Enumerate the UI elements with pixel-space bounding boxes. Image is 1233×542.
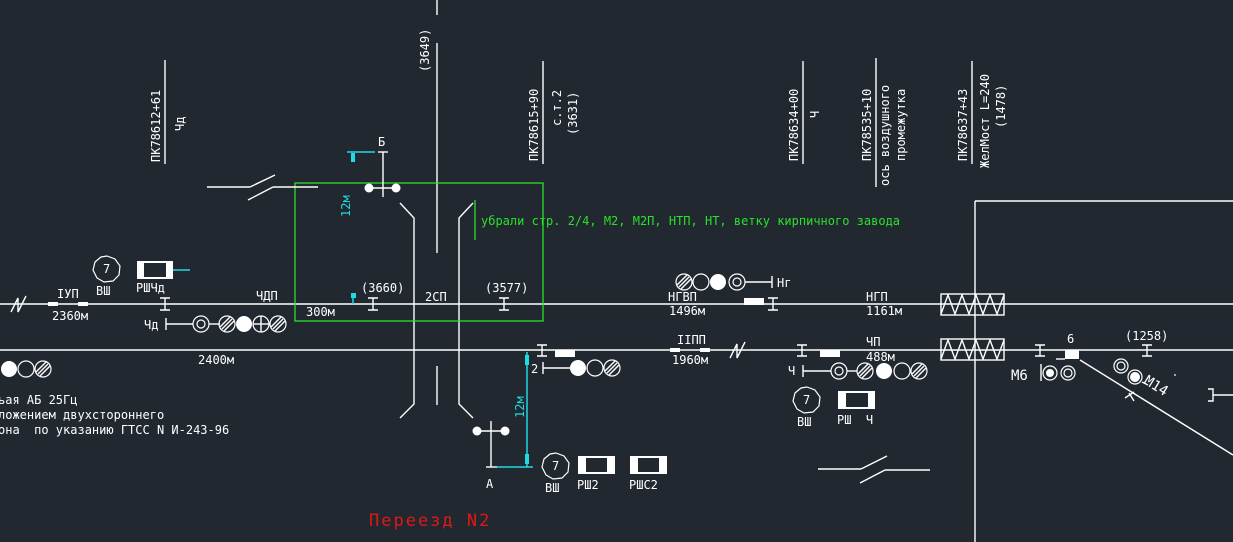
picket-2-sub: с.т.2 (550, 90, 564, 126)
switch-6-block (1065, 350, 1079, 359)
relay-cabinet-rshchd[interactable] (137, 261, 190, 279)
cabinet-vsh-2[interactable] (792, 386, 821, 414)
signal-2[interactable] (542, 359, 621, 377)
picket-3-sub: Ч (808, 111, 822, 118)
barrier-b-dimension: 12м (339, 195, 353, 217)
dimension-3660-marker (351, 293, 356, 304)
barrier-b-label: Б (378, 135, 385, 149)
siding-break-symbol-left (207, 174, 318, 201)
signal-m14[interactable] (1113, 358, 1149, 402)
barrier-b[interactable] (364, 151, 401, 197)
coordinate-3577: (3577) (485, 281, 528, 295)
signal-m6[interactable] (1040, 364, 1076, 381)
revision-cloud-box (294, 182, 544, 322)
picket-1-label: ПК78612+61 (149, 90, 163, 162)
cabinet-2-number: 7 (803, 393, 810, 407)
picket-5-sub: ЖелМост L=240 (978, 74, 992, 168)
cabinet-3-number: 7 (552, 459, 559, 473)
cabinet-3-relay2: РШС2 (629, 478, 658, 492)
cabinet-vsh-1[interactable] (92, 255, 121, 283)
picket-3-label: ПК78634+00 (787, 89, 801, 161)
section-ngvp-length: 1496м (669, 304, 705, 318)
road-edge-right (458, 202, 474, 419)
section-chp-length: 488м (866, 350, 895, 364)
coordinate-3660: (3660) (361, 281, 404, 295)
signal-ch-label: Ч (788, 364, 795, 378)
barrier-a-dimension: 12м (513, 396, 527, 418)
picket-2-sub2: (3631) (566, 92, 580, 135)
signal-ng[interactable] (675, 273, 773, 291)
cabinet-1-number: 7 (103, 262, 110, 276)
section-iipp-name: IIПП (677, 333, 706, 347)
section-ngp-name: НГП (866, 290, 888, 304)
joint-marker (160, 297, 1152, 357)
picket-5-sub2: (1478) (994, 85, 1008, 128)
section-chdp-length: 300м (306, 305, 335, 319)
revision-note: убрали стр. 2/4, М2, М2П, НТП, НТ, ветку… (481, 214, 900, 228)
picket-4-label: ПК78535+10 (860, 89, 874, 161)
section-iup-name: IУП (57, 287, 79, 301)
insulating-joint-upper (10, 295, 27, 313)
relay-cabinet-rsh2[interactable] (578, 456, 615, 474)
track-relay-block (744, 298, 764, 305)
bridge-symbol-upper (940, 292, 1005, 317)
signal-chd[interactable] (165, 315, 287, 333)
cabinet-vsh-3[interactable] (541, 452, 570, 480)
description-line-2: ложением двухстороннего (0, 408, 164, 422)
section-chdp-name: ЧДП (256, 289, 278, 303)
cabinet-2-relay: РШ Ч (837, 413, 873, 427)
cabinet-3-type: ВШ (545, 481, 559, 495)
bridge-symbol-lower (940, 337, 1005, 362)
signal-m14-label: М14 (1141, 373, 1171, 400)
coordinate-1258: (1258) (1125, 329, 1168, 343)
dimension-b-12m (347, 151, 375, 162)
relay-cabinet-rsh-ch[interactable] (838, 391, 875, 409)
drawing-title: Переезд N2 (369, 511, 491, 531)
section-iipp-length: 1960м (672, 353, 708, 367)
cabinet-2-type: ВШ (797, 415, 811, 429)
section-lower-length: 2400м (198, 353, 234, 367)
section-ngvp-name: НГВП (668, 290, 697, 304)
description-line-1: ьая АБ 25Гц (0, 393, 77, 407)
signal-chd-label: Чд (144, 318, 158, 332)
switch-number: 6 (1067, 332, 1074, 346)
insulating-joint-lower (729, 341, 746, 359)
picket-1-sub: Чд (173, 117, 187, 131)
section-ngp-length: 1161м (866, 304, 902, 318)
cabinet-3-relay: РШ2 (577, 478, 599, 492)
picket-5-label: ПК78637+43 (956, 89, 970, 161)
siding-break-symbol-right (818, 455, 930, 484)
description-line-3: она по указанию ГТСС N И-243-96 (0, 423, 229, 437)
section-2sp-name: 2СП (425, 290, 447, 304)
signal-2-label: 2 (531, 362, 538, 376)
relay-cabinet-rshs2[interactable] (630, 456, 667, 474)
barrier-a-label: А (486, 477, 494, 491)
picket-4-sub2: промежутка (894, 89, 908, 161)
barrier-a[interactable] (472, 421, 510, 468)
dimension-a-12m (497, 352, 533, 468)
diverging-track-line (1079, 359, 1233, 456)
road-edge-left (399, 202, 415, 419)
end-stop-symbol (1208, 388, 1233, 402)
section-chp-name: ЧП (866, 335, 880, 349)
rail-joint-iipp (670, 348, 710, 352)
signal-left-edge[interactable] (1, 360, 52, 378)
signal-m6-label: М6 (1011, 368, 1028, 384)
track-relay-block (820, 350, 840, 357)
picket-2-label: ПК78615+90 (527, 89, 541, 161)
track-relay-block (555, 350, 575, 357)
cabinet-1-type: ВШ (96, 284, 110, 298)
picket-4-sub: ось воздушного (878, 85, 892, 186)
rail-joint-iup (48, 302, 88, 306)
signal-ch[interactable] (802, 362, 928, 380)
signal-ng-label: Нг (777, 276, 791, 290)
section-iup-length: 2360м (52, 309, 88, 323)
road-coordinate: (3649) (418, 29, 432, 72)
cabinet-1-relay: РШЧд (136, 281, 165, 295)
